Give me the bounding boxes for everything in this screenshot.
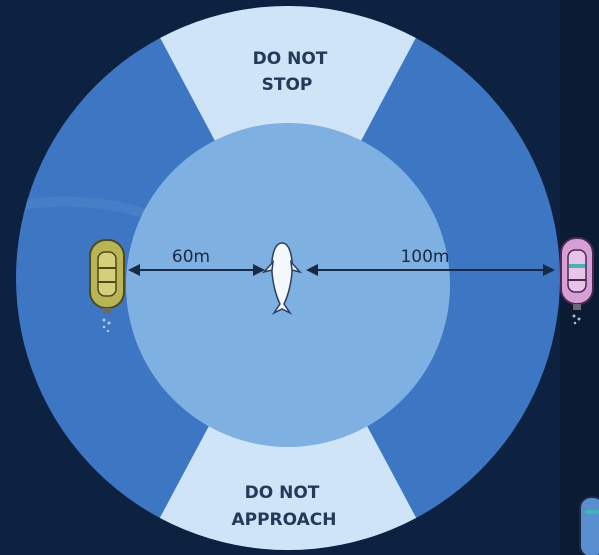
inflatable-boat-icon-right <box>560 237 594 325</box>
outer-distance-label: 100m <box>400 247 449 267</box>
inflatable-boat-icon-left <box>89 239 125 333</box>
inner-distance-arrow <box>128 264 265 276</box>
top-zone-label-line1: DO NOT <box>253 49 328 69</box>
inner-distance-label: 60m <box>172 247 210 267</box>
bottom-zone-label-line1: DO NOT <box>245 483 320 503</box>
whale-icon <box>261 242 303 315</box>
bottom-zone-label-line2: APPROACH <box>231 510 336 530</box>
inflatable-boat-icon-partial <box>579 496 599 555</box>
outer-distance-arrow <box>306 264 555 276</box>
top-zone-label-line2: STOP <box>262 75 313 95</box>
